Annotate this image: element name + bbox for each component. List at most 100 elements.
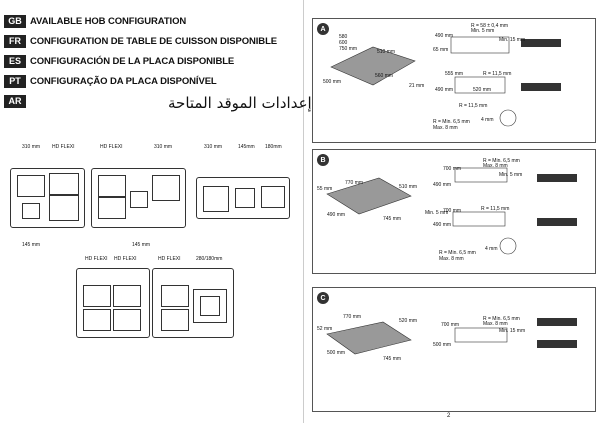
note-label: R = 11,5 mm — [459, 103, 488, 109]
cooking-zone — [113, 285, 141, 307]
cooking-zone — [130, 191, 148, 208]
header-text: AVAILABLE HOB CONFIGURATION — [30, 15, 187, 27]
cooking-zone — [83, 285, 111, 307]
note-label: R = 11,5 mm — [483, 71, 512, 77]
config5-label-top-a: HD FLEXI — [85, 256, 108, 262]
note-label: R = 11,5 mm — [481, 206, 510, 212]
dim-label: 770 mm — [343, 314, 362, 320]
install-panel-c: C 770 mm 520 mm 52 mm 500 mm 745 mm R = … — [312, 287, 596, 412]
dim-label: 770 mm — [345, 180, 364, 186]
header-text: CONFIGURACIÓN DE LA PLACA DISPONIBLE — [30, 55, 235, 67]
note-label: Max. 8 mm — [483, 163, 508, 169]
config4-label-top-b: 145mm — [238, 144, 255, 150]
config3-label-top-b: 310 mm — [154, 144, 173, 150]
cooking-zone — [17, 175, 45, 197]
note-label: R = Min. 6,5 mm — [483, 316, 520, 322]
hob-config-3 — [196, 177, 290, 219]
note-label: Min. 5 mm — [499, 172, 523, 178]
lang-code: AR — [4, 94, 26, 108]
config5-label-top-b: HD FLEXI — [114, 256, 137, 262]
dim-label: 510 mm — [377, 49, 396, 55]
cooking-zone — [98, 175, 126, 197]
detail-circle — [499, 237, 517, 255]
panel-letter: B — [317, 154, 329, 166]
hob-diagram — [326, 318, 577, 355]
lang-code: GB — [4, 14, 26, 28]
hob-diagram — [330, 36, 561, 127]
note-label: 65 mm — [433, 47, 449, 53]
install-panel-a: A 580 600 750 mm 510 mm 500 mm 560 mm 21… — [312, 18, 596, 143]
lang-code: ES — [4, 54, 26, 68]
hob-config-2 — [91, 168, 186, 228]
hob-config-5 — [152, 268, 234, 338]
header-fr: FR CONFIGURATION DE TABLE DE CUISSON DIS… — [4, 34, 277, 48]
note-label: Min. 5 mm — [425, 210, 449, 216]
dim-label: 55 mm — [317, 186, 333, 192]
header-es: ES CONFIGURACIÓN DE LA PLACA DISPONIBLE — [4, 54, 234, 68]
hob-surface — [326, 321, 412, 355]
cutout-top-view — [450, 36, 510, 54]
cutout-top-view — [454, 167, 508, 183]
config4-label-top-c: 180mm — [265, 144, 282, 150]
cooking-zone — [49, 173, 79, 195]
dim-label: 580 — [339, 34, 348, 40]
cooking-zone — [261, 186, 285, 208]
config1-label-bottom: 145 mm — [22, 242, 41, 248]
config3-label-bottom: 145 mm — [132, 242, 151, 248]
page-divider — [303, 0, 304, 423]
note-label: Max. 8 mm — [439, 256, 464, 262]
dim-label: 52 mm — [317, 326, 333, 332]
note-label: Min. 15 mm — [499, 37, 526, 43]
dim-label: 745 mm — [383, 216, 402, 222]
lang-code: PT — [4, 74, 26, 88]
cooking-zone — [83, 309, 111, 331]
dim-label: 745 mm — [383, 356, 402, 362]
hob-surface — [330, 46, 416, 86]
cooking-zone — [161, 309, 189, 331]
cutout-side-view — [452, 211, 506, 227]
hob-config-4 — [76, 268, 150, 338]
cooking-zone — [161, 285, 189, 307]
config4-label-top-a: 310 mm — [204, 144, 223, 150]
note-label: 500 mm — [433, 342, 452, 348]
note-label: Max. 8 mm — [483, 321, 508, 327]
header-gb: GB AVAILABLE HOB CONFIGURATION — [4, 14, 186, 28]
note-label: 4 mm — [481, 117, 494, 123]
note-label: 490 mm — [435, 87, 454, 93]
config1-label-top: 310 mm — [22, 144, 41, 150]
note-label: Min. 15 mm — [499, 328, 526, 334]
dim-label: 510 mm — [399, 184, 418, 190]
note-label: R = Min. 6,5 mm — [433, 119, 470, 125]
note-label: 4 mm — [485, 246, 498, 252]
install-panel-b: B 770 mm 510 mm 55 mm 490 mm 745 mm R = … — [312, 149, 596, 274]
cutout-top-view — [454, 327, 508, 343]
config6-label-top-b: 280/180mm — [196, 256, 223, 262]
dim-label: 490 mm — [327, 212, 346, 218]
lang-code: FR — [4, 34, 26, 48]
dim-label: 560 mm — [375, 73, 394, 79]
panel-letter: C — [317, 292, 329, 304]
profile-bar — [537, 340, 577, 348]
header-text: CONFIGURAÇÃO DA PLACA DISPONÍVEL — [30, 75, 217, 87]
page-number: 2 — [447, 413, 451, 419]
profile-bar — [537, 318, 577, 326]
config3-label-top-a: HD FLEXI — [100, 144, 123, 150]
cooking-zone — [98, 197, 126, 219]
cooking-zone — [193, 289, 227, 323]
arabic-title: إعدادات الموقد المتاحة — [168, 94, 312, 112]
header-pt: PT CONFIGURAÇÃO DA PLACA DISPONÍVEL — [4, 74, 217, 88]
header-text: CONFIGURATION DE TABLE DE CUISSON DISPON… — [30, 35, 278, 47]
note-label: 700 mm — [441, 322, 460, 328]
note-label: 555 mm — [445, 71, 464, 77]
config6-label-top-a: HD FLEXI — [158, 256, 181, 262]
dim-label: 750 mm — [339, 46, 358, 52]
inner-cooking-zone — [200, 296, 220, 316]
note-label: 490 mm — [433, 182, 452, 188]
panel-letter: A — [317, 23, 329, 35]
dim-label: 520 mm — [399, 318, 418, 324]
note-label: 520 mm — [473, 87, 492, 93]
note-label: 700 mm — [443, 208, 462, 214]
detail-circle — [499, 109, 517, 127]
cooking-zone — [113, 309, 141, 331]
hob-config-1 — [10, 168, 85, 228]
